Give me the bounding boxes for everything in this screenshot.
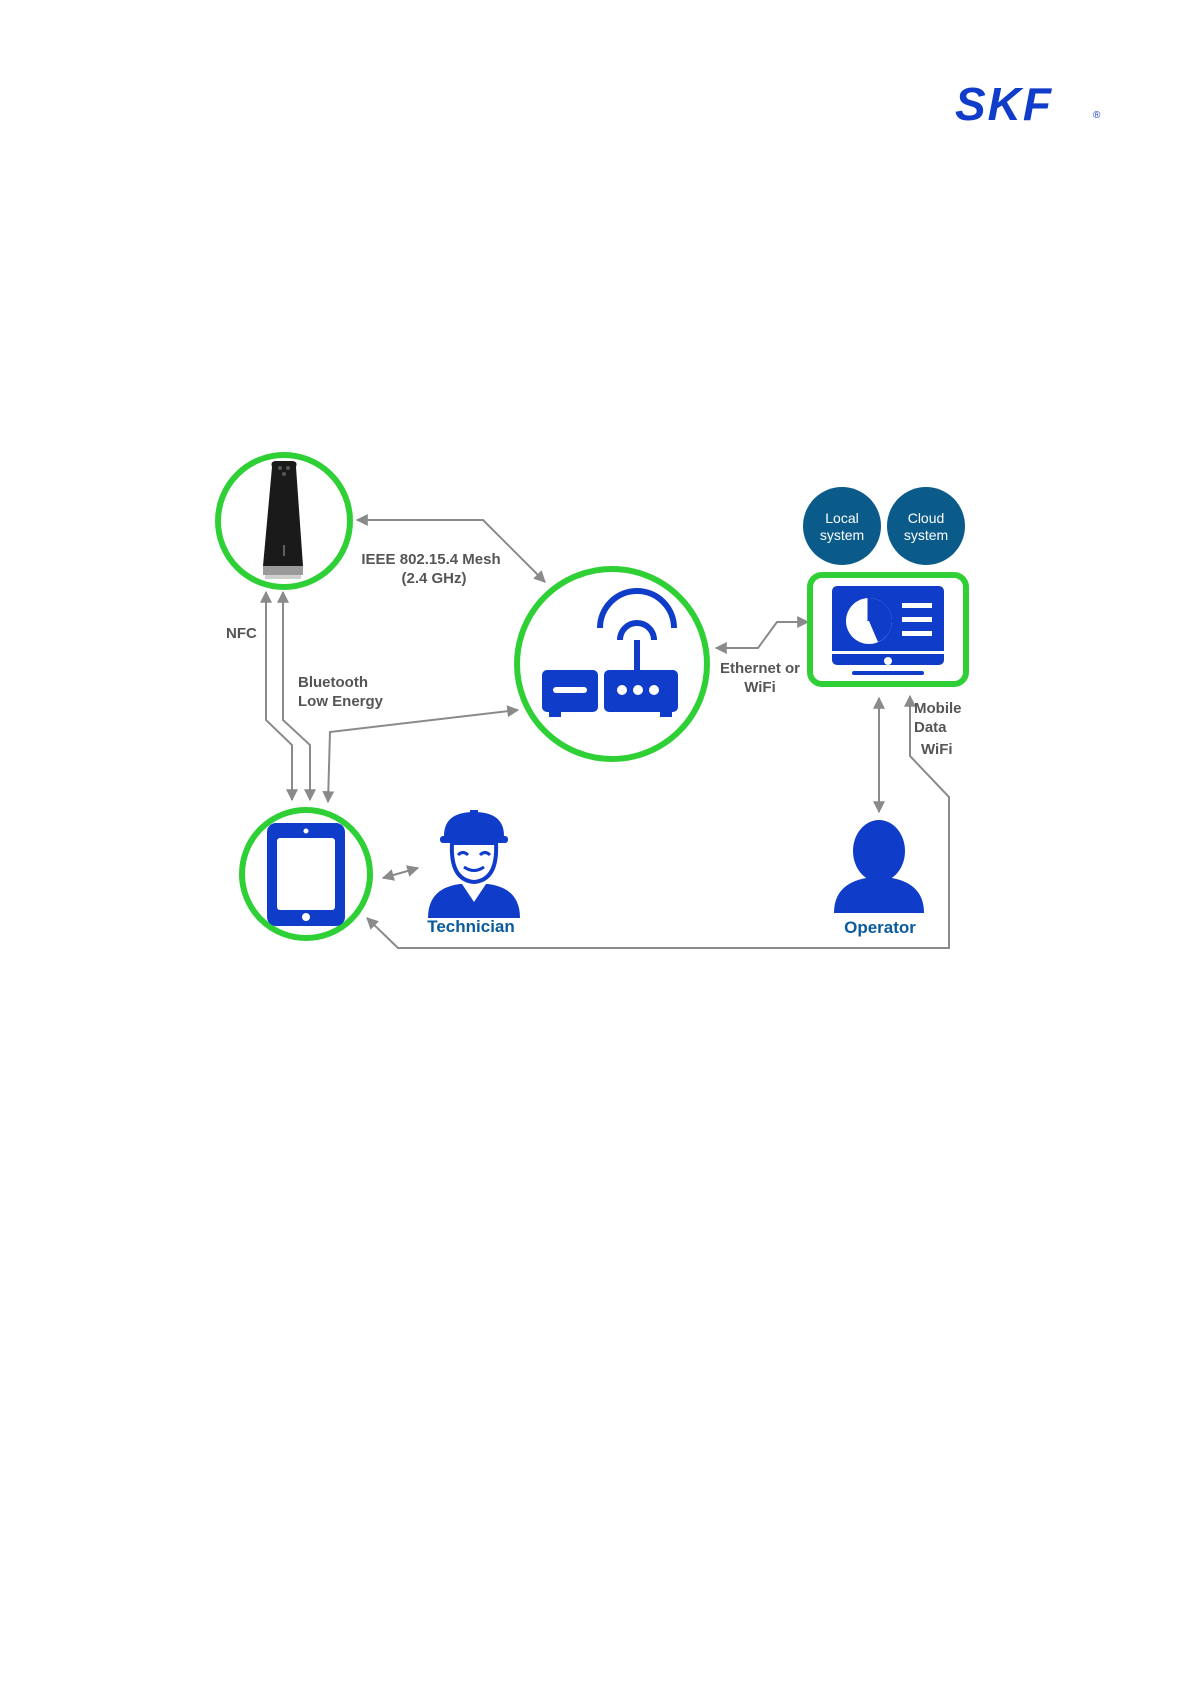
- dashboard-node: [810, 575, 966, 684]
- operator: Operator: [834, 820, 924, 937]
- mobile-label-line3: WiFi: [921, 741, 953, 758]
- skf-logo-text: SKF: [955, 78, 1053, 130]
- local-system: Local system: [803, 487, 881, 565]
- cloud-system-line2: system: [904, 527, 948, 543]
- mobile-label-line1: Mobile: [914, 700, 962, 717]
- registered-mark: ®: [1093, 110, 1101, 121]
- cloud-system-circle: [887, 487, 965, 565]
- sensor-node: [218, 455, 350, 587]
- nfc-connector: [266, 592, 292, 800]
- tablet-icon: [267, 823, 345, 926]
- ethernet-label-line2: WiFi: [744, 679, 776, 696]
- gateway-tablet-connector: [328, 710, 518, 802]
- ble-label-line1: Bluetooth: [298, 674, 368, 691]
- monitor-dashboard-icon: [832, 586, 944, 675]
- mesh-label-line2: (2.4 GHz): [401, 570, 466, 587]
- technician: Technician: [427, 810, 520, 936]
- local-system-line2: system: [820, 527, 864, 543]
- cloud-system-line1: Cloud: [908, 510, 945, 526]
- technician-connector: [383, 868, 418, 878]
- gateway-node: [517, 569, 707, 759]
- local-system-circle: [803, 487, 881, 565]
- ethernet-label-line1: Ethernet or: [720, 660, 800, 677]
- local-system-line1: Local: [825, 510, 858, 526]
- operator-icon: [834, 820, 924, 913]
- nfc-label: NFC: [226, 625, 257, 642]
- mesh-label-line1: IEEE 802.15.4 Mesh: [361, 551, 500, 568]
- technician-label: Technician: [427, 917, 515, 936]
- ethernet-connector: [716, 622, 808, 648]
- operator-label: Operator: [844, 918, 916, 937]
- cloud-system: Cloud system: [887, 487, 965, 565]
- skf-logo: SKF ®: [955, 78, 1101, 130]
- ble-label-line2: Low Energy: [298, 693, 384, 710]
- tablet-node: [242, 810, 370, 938]
- mobile-label-line2: Data: [914, 719, 947, 736]
- technician-icon: [428, 810, 520, 918]
